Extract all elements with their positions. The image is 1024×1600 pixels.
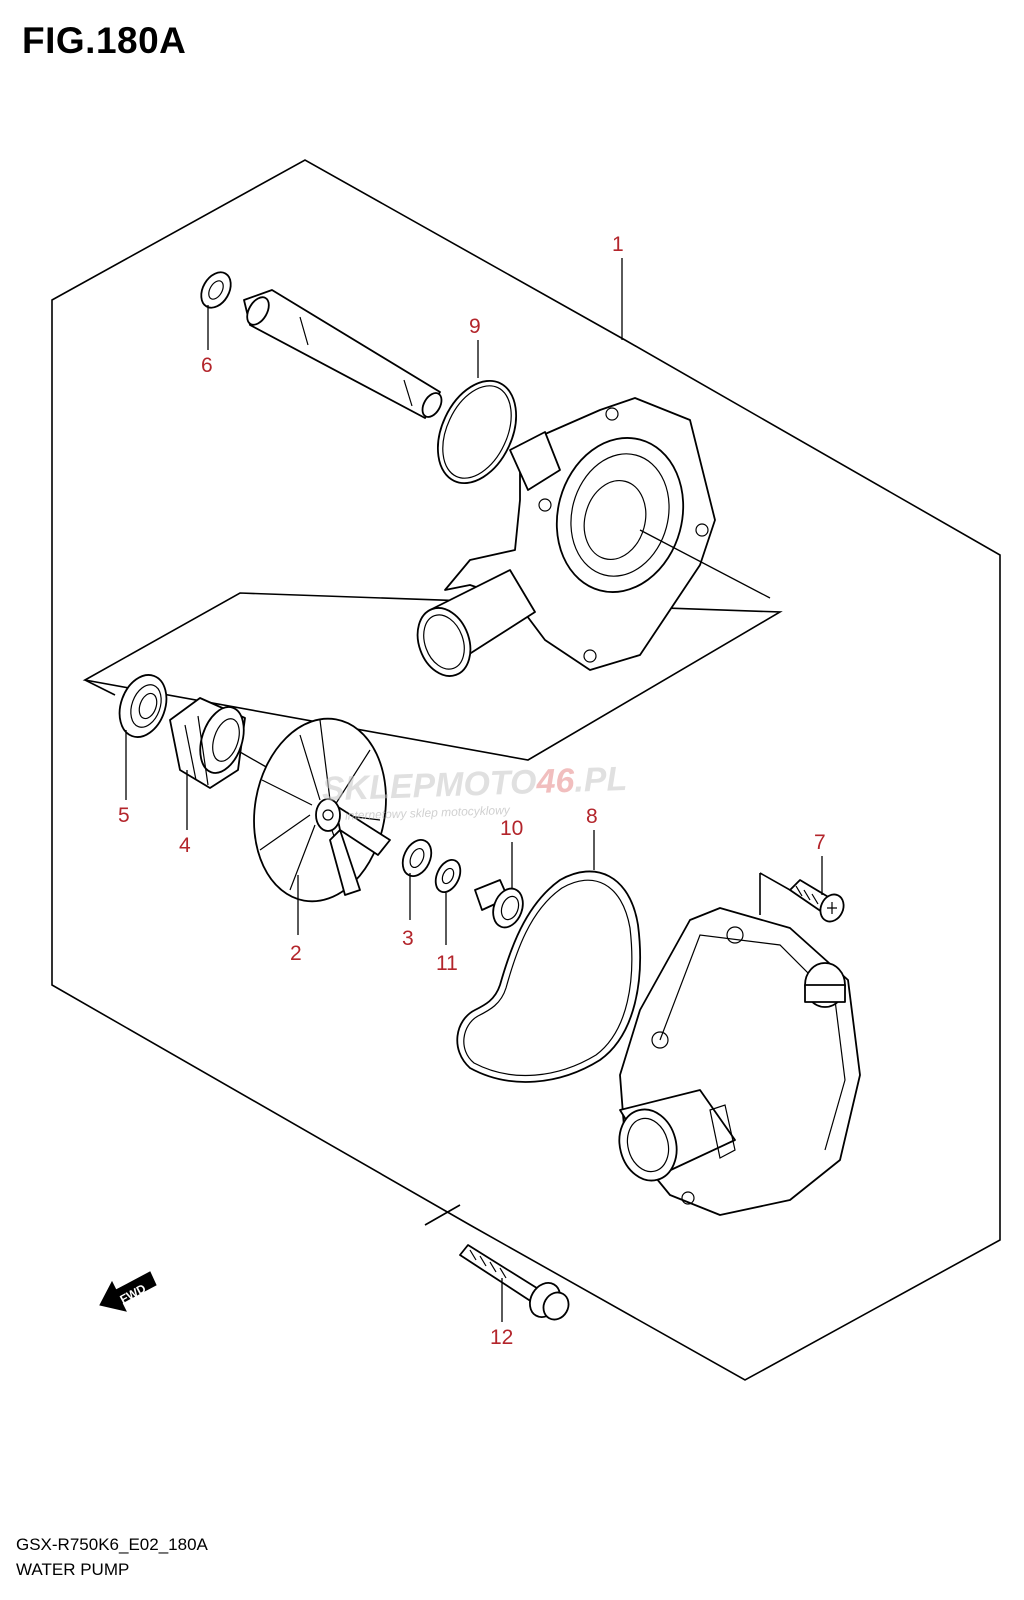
mechanical-seal-part-4 [169,697,269,789]
seal-part-5 [118,674,168,738]
callout-8: 8 [586,805,598,828]
washer-part-11 [434,859,462,893]
callout-12: 12 [490,1326,513,1349]
figure-title: FIG.180A [22,20,187,61]
pump-cover [618,907,861,1216]
callout-5: 5 [118,804,130,827]
bolt-12-frame-edge [424,1204,461,1226]
washer-part-6 [200,271,232,309]
callout-9: 9 [469,315,481,338]
callout-4: 4 [179,834,191,857]
fwd-arrow-icon: FWD [99,1271,157,1312]
callout-2: 2 [290,942,302,965]
model-code: GSX-R750K6_E02_180A [16,1535,208,1554]
svg-text:SKLEPMOTO46.PL: SKLEPMOTO46.PL [321,760,628,809]
washer-part-3 [401,839,433,877]
bolt-part-10 [474,879,524,929]
watermark-tagline: internetowy sklep motocyklowy [345,803,511,823]
watermark: SKLEPMOTO46.PL internetowy sklep motocyk… [321,760,628,823]
watermark-text-a: SKLEPMOTO [321,763,537,808]
callout-7: 7 [814,831,826,854]
pump-body-part-1 [416,397,771,677]
callout-6: 6 [201,354,213,377]
impeller-subframe-edge [84,679,116,696]
callout-11: 11 [436,952,458,975]
impeller-subframe [82,592,783,761]
callout-10: 10 [500,817,523,840]
impeller-part-2 [253,717,391,903]
gasket-part-8 [456,870,641,1083]
watermark-text-b: 46 [535,762,576,801]
watermark-text-c: .PL [574,760,628,800]
o-ring-part-9 [437,379,517,485]
bolt-part-7 [789,879,845,923]
long-bolt-part-12 [459,1244,570,1321]
callout-1: 1 [612,233,624,256]
section-name: WATER PUMP [16,1560,130,1579]
cover-frame-edge [759,872,791,915]
pump-shaft [243,289,443,419]
callout-3: 3 [402,927,414,950]
assembly-frame [51,159,1001,1381]
